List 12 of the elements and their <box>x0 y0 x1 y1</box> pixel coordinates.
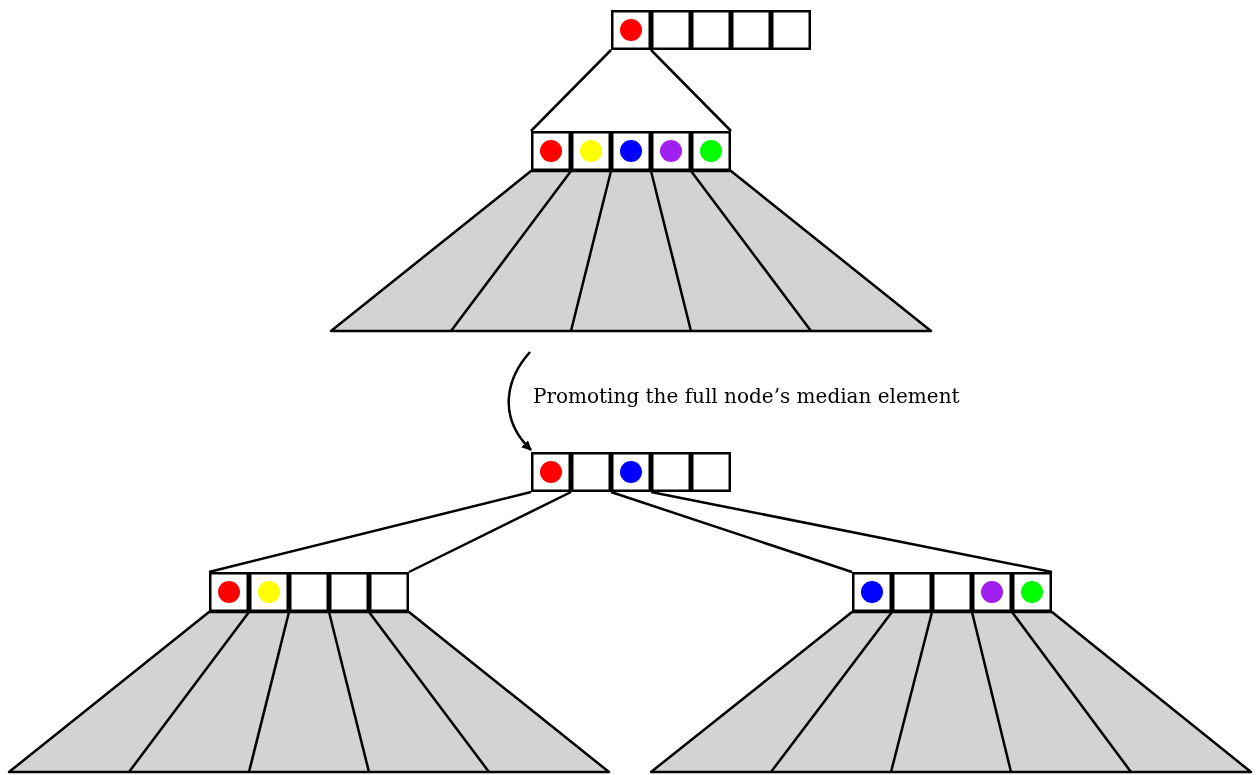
connector-line <box>610 490 853 574</box>
connector-line <box>650 490 1053 574</box>
arrow <box>507 351 532 451</box>
connector-line <box>530 49 612 132</box>
connector-line <box>650 49 732 132</box>
btree-node <box>852 572 1052 612</box>
connector-line <box>408 490 572 574</box>
connector-line <box>208 490 532 574</box>
btree-node <box>209 572 409 612</box>
btree-node <box>531 131 731 171</box>
btree-node <box>531 452 731 492</box>
btree-node <box>611 10 811 50</box>
